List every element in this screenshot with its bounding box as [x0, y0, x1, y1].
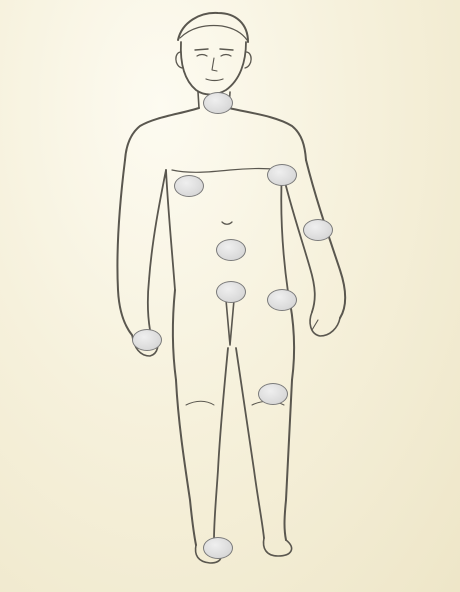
- marker-left-thigh[interactable]: [267, 289, 297, 311]
- marker-left-knee[interactable]: [258, 383, 288, 405]
- marker-foot[interactable]: [203, 537, 233, 559]
- marker-right-chest[interactable]: [174, 175, 204, 197]
- marker-right-hand[interactable]: [132, 329, 162, 351]
- marker-right-groin[interactable]: [216, 281, 246, 303]
- marker-left-elbow[interactable]: [303, 219, 333, 241]
- marker-neck[interactable]: [203, 92, 233, 114]
- marker-abdomen[interactable]: [216, 239, 246, 261]
- marker-left-chest[interactable]: [267, 164, 297, 186]
